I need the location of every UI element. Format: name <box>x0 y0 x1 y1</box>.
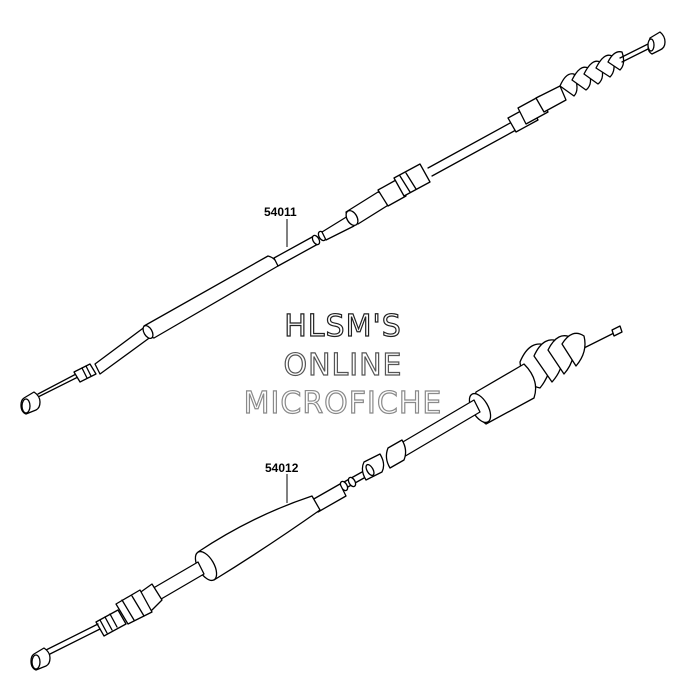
cable-54011-upper-nipple <box>619 31 666 63</box>
part-number-54012[interactable]: 54012 <box>265 461 299 475</box>
cable-54012: 54012 <box>30 325 623 671</box>
cable-54011-sleeve <box>142 255 279 340</box>
part-number-54011[interactable]: 54011 <box>264 205 297 219</box>
cable-54011-bellows <box>559 51 625 97</box>
watermark-line-3: MICROFICHE <box>244 386 443 421</box>
cable-54011-upper-fitting <box>507 85 567 133</box>
cable-54011-housing-mid <box>273 235 319 267</box>
cable-54011-lower-fitting <box>73 363 97 383</box>
watermark-line-1: HLSM'S <box>284 309 402 344</box>
cable-54011-lower-wire <box>35 372 81 399</box>
watermark-line-2: ONLINE <box>283 348 402 383</box>
cable-54012-break <box>339 439 407 492</box>
cable-54011: 54011 <box>20 31 666 415</box>
cable-54012-upper-tip <box>579 325 623 351</box>
cable-54011-lower-nipple <box>20 391 41 415</box>
cable-54011-upper-wire <box>427 121 517 177</box>
cable-54012-taper-sleeve <box>194 495 321 582</box>
cable-54012-upper-sleeve <box>468 363 537 425</box>
cable-54012-lower-nipple <box>30 623 101 671</box>
cable-54012-adjuster <box>95 583 163 637</box>
cable-54011-adjuster <box>345 163 431 227</box>
watermark: HLSM'S ONLINE MICROFICHE <box>243 308 443 421</box>
